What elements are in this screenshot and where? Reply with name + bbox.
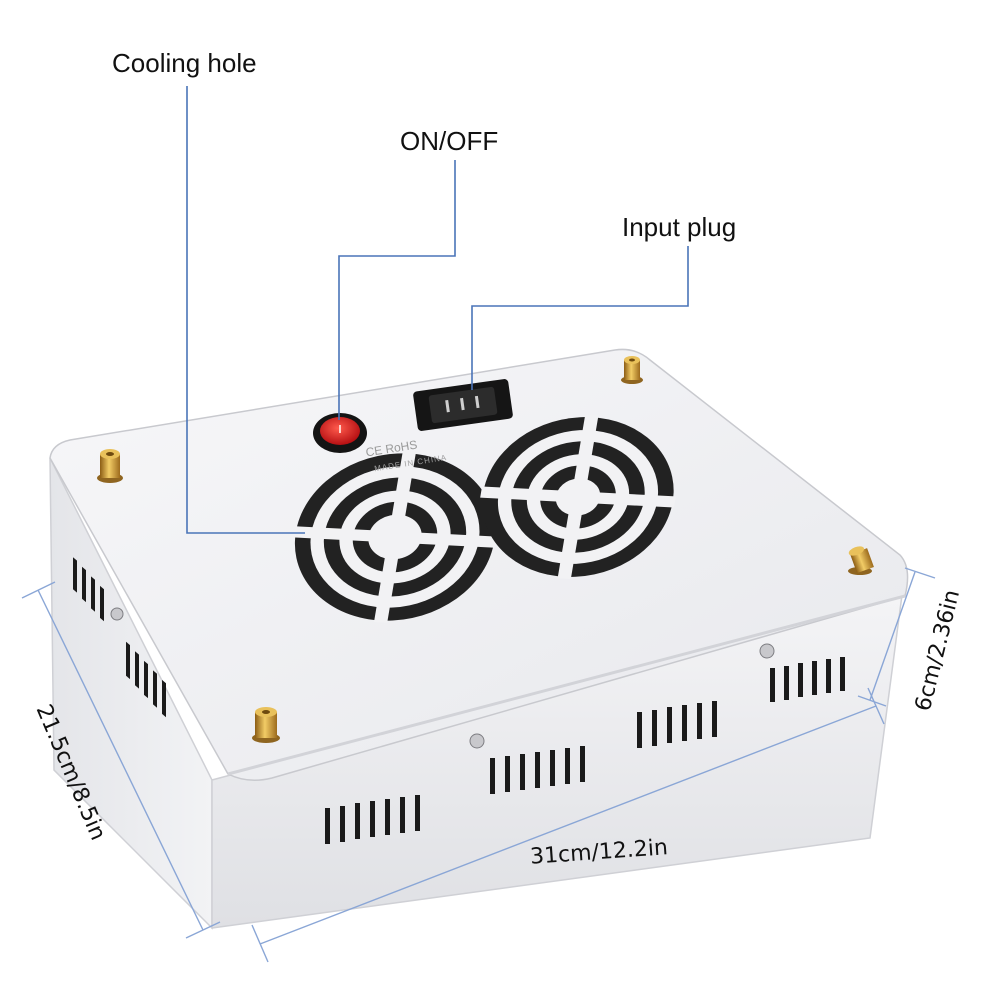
side-screws bbox=[110, 607, 775, 749]
cooling-hole-label: Cooling hole bbox=[112, 48, 257, 78]
dimension-lines bbox=[21, 567, 936, 963]
leader-input-plug bbox=[471, 246, 689, 390]
dim-line-depth bbox=[37, 589, 204, 931]
iec-socket-icon bbox=[413, 379, 513, 431]
standoff-icon bbox=[97, 356, 874, 743]
leader-cooling-hole bbox=[186, 86, 305, 534]
power-switch-icon bbox=[313, 413, 367, 453]
left-side-vents bbox=[73, 557, 166, 718]
dim-line-height bbox=[869, 571, 916, 701]
fan-grille-icon bbox=[292, 415, 676, 623]
input-plug-label: Input plug bbox=[622, 212, 737, 242]
leader-on-off bbox=[338, 160, 456, 420]
front-side-vents bbox=[325, 657, 845, 844]
on-off-label: ON/OFF bbox=[400, 126, 499, 156]
leader-lines bbox=[186, 86, 689, 534]
dim-line-width bbox=[259, 705, 877, 945]
